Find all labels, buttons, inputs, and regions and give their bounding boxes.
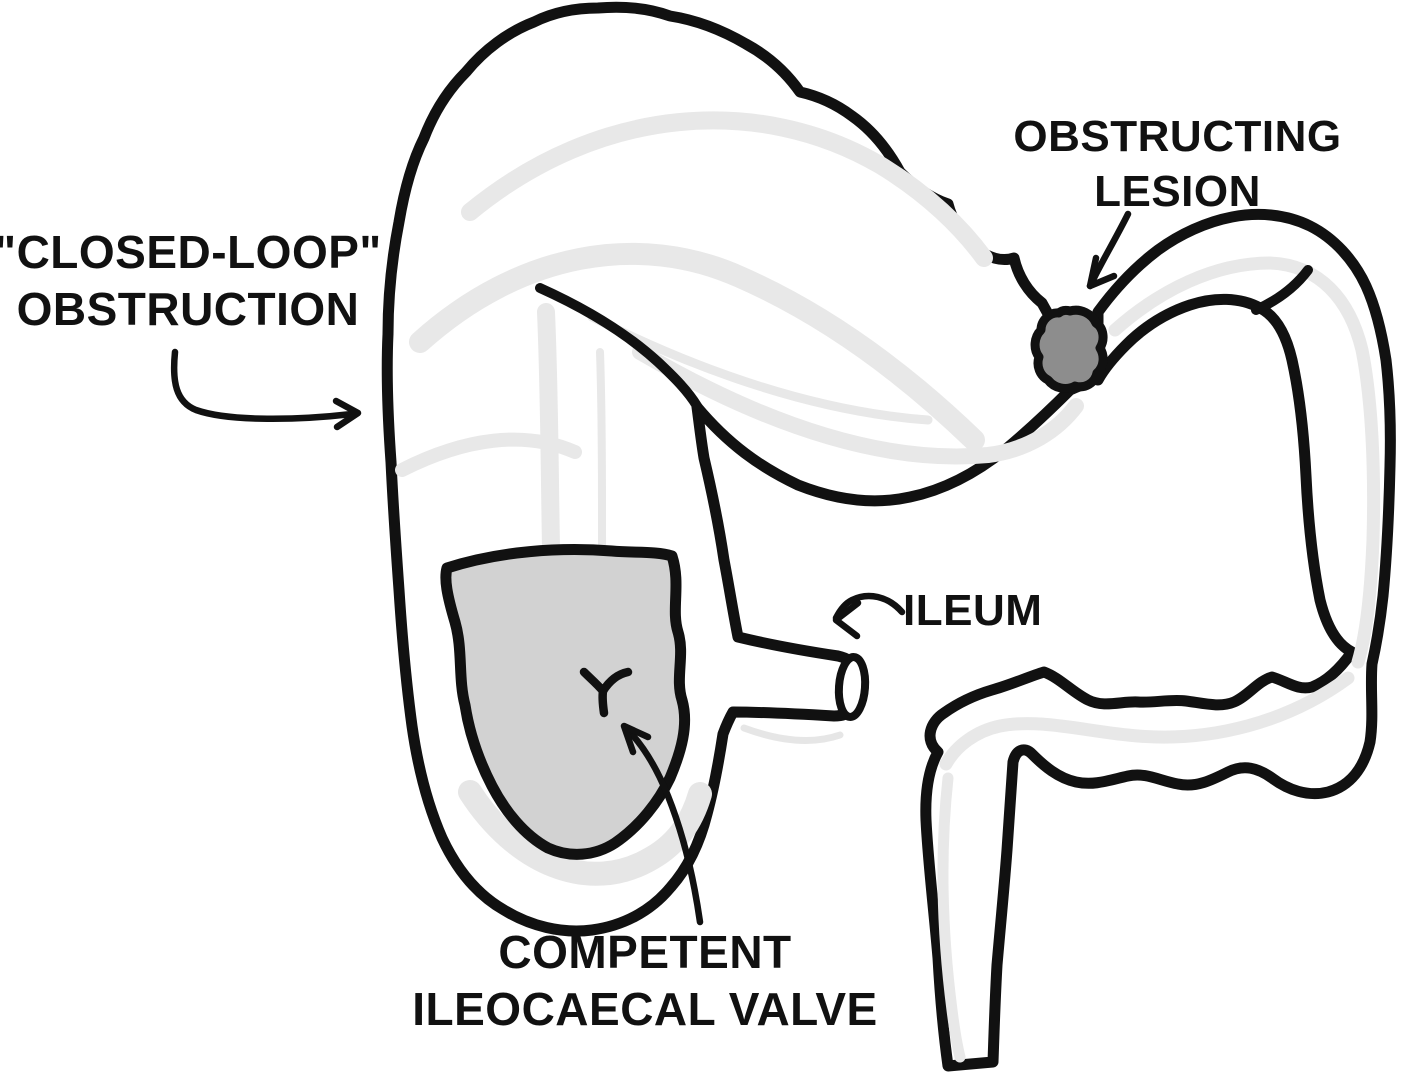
distal-colon-shading — [1108, 256, 1381, 669]
ileocaecal-valve-mark — [579, 667, 633, 718]
lesion-blob — [1030, 305, 1108, 393]
lesion-arrow — [1086, 210, 1132, 290]
flexure-fold-line — [1251, 265, 1313, 315]
ileum-arrow — [832, 592, 906, 640]
ileum-cut-end — [834, 653, 870, 721]
caecum-shape — [440, 544, 691, 860]
loop-fold-line — [535, 283, 702, 411]
haustra-shading-transverse — [632, 344, 1084, 465]
sigmoid-shading — [939, 671, 1355, 771]
valve-arrow — [620, 722, 704, 926]
closed-loop-arrow — [170, 348, 362, 431]
ileum-shadow — [740, 724, 844, 744]
rectum-shading — [937, 772, 966, 1063]
caecum-ring-shading — [458, 780, 712, 886]
haustra-shading-central-band — [409, 242, 985, 451]
haustra-shading-top-arc — [461, 111, 993, 267]
